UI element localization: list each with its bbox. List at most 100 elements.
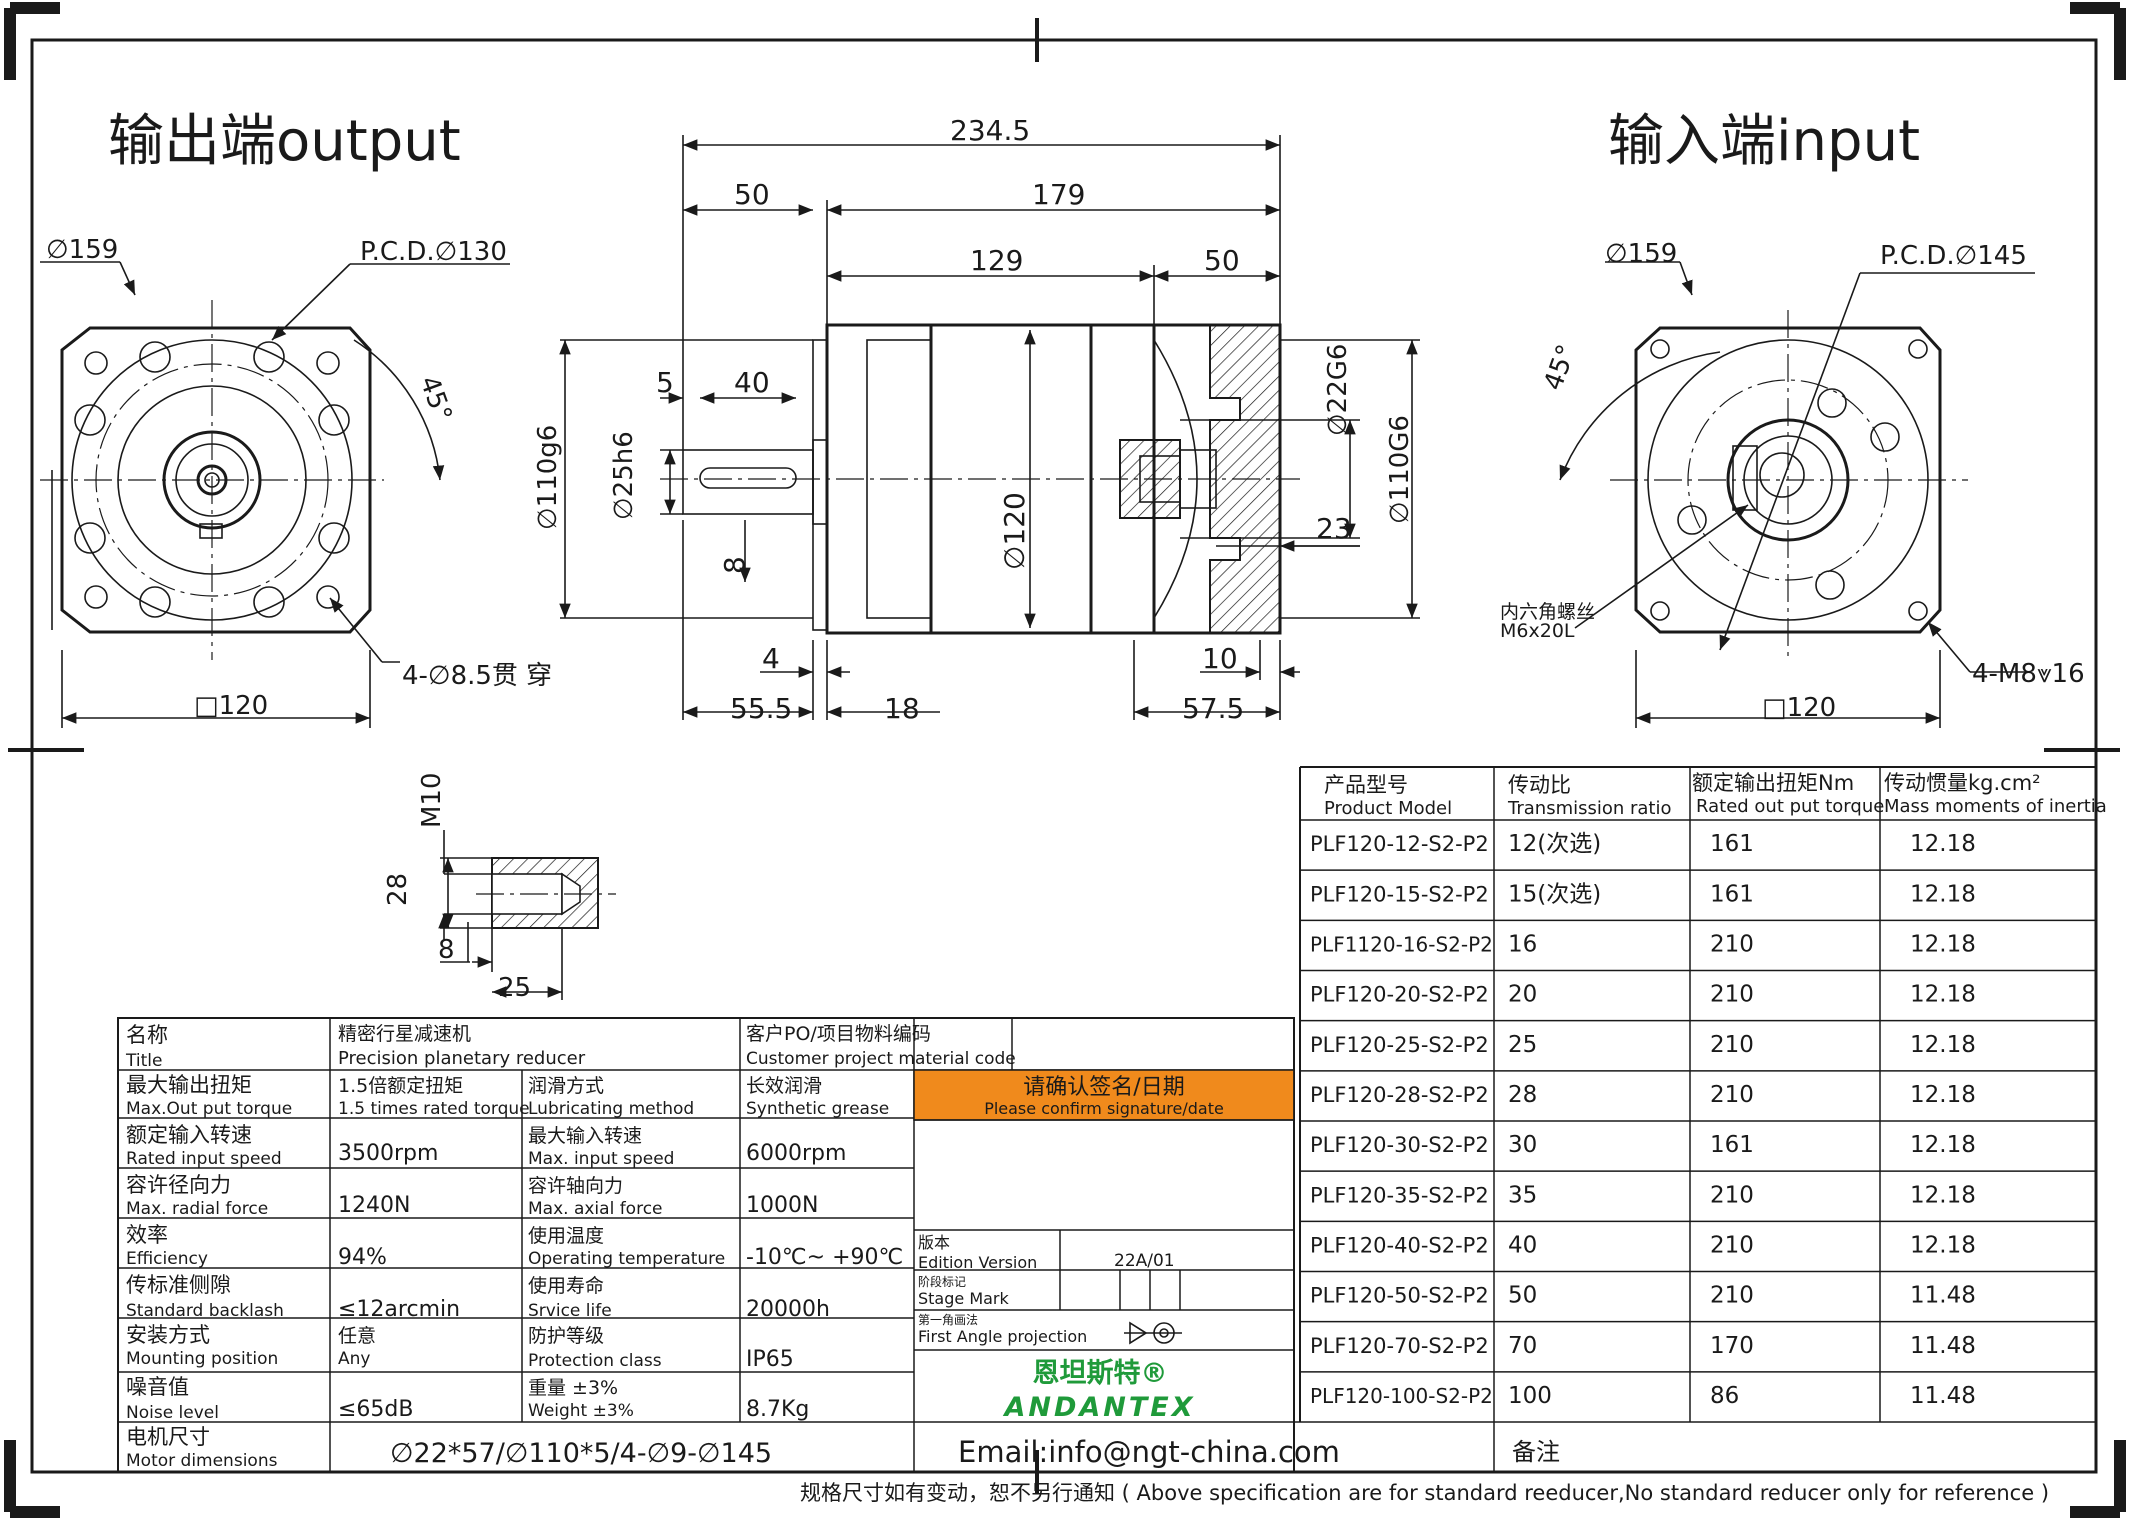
bolt-holes-input [1650,339,1928,621]
tap-25-label: 25 [498,973,531,1003]
model-cell: PLF120-15-S2-P2 [1310,882,1489,906]
ratio-cell: 70 [1508,1333,1537,1359]
spec-r0-c1-cn: 名称 [126,1023,168,1047]
spec-r4-c1-en: Efficiency [126,1249,208,1269]
spec-r3-c3-en: Max. axial force [528,1199,663,1219]
spec-r1-c4-en: Synthetic grease [746,1099,889,1119]
ratio-cell: 12(次选) [1508,831,1601,857]
spec-r1-c4-cn: 长效润滑 [746,1075,822,1097]
drawing-frame [4,2,2126,1518]
torque-cell: 210 [1710,1283,1754,1309]
spec-r7-c2: ≤65dB [338,1397,414,1422]
projection-cn: 第一角画法 [918,1313,978,1327]
header-inertia-cn: 传动惯量kg.cm² [1884,771,2041,795]
model-cell: PLF120-20-S2-P2 [1310,983,1489,1007]
spec-r3-c1-en: Max. radial force [126,1199,268,1219]
output-title: 输出端output [108,109,461,174]
spec-r4-c3-cn: 使用温度 [528,1225,604,1247]
footnote: 规格尺寸如有变动，恕不另行通知 ( Above specification ar… [800,1481,2049,1505]
ratio-cell: 20 [1508,982,1537,1008]
torque-cell: 210 [1710,931,1754,957]
bolt-holes-output [74,341,350,618]
input-flange-view [1559,261,2035,728]
input-screw-cn-label: 内六角螺丝 [1500,601,1595,623]
tap-28-label: 28 [383,873,413,906]
edition-cn: 版本 [918,1233,950,1252]
spec-r5-c2: ≤12arcmin [338,1297,460,1322]
input-holes-label: 4-M8⩔16 [1972,659,2085,689]
inertia-cell: 12.18 [1910,1082,1976,1108]
header-ratio-cn: 传动比 [1508,773,1571,797]
inertia-cell: 12.18 [1910,1182,1976,1208]
dim-4: 4 [762,642,780,675]
tap-hole-detail [438,830,616,1000]
input-screw-label: M6x20L [1500,620,1575,642]
model-cell: PLF120-30-S2-P2 [1310,1133,1489,1157]
spec-r3-c4: 1000N [746,1193,818,1218]
dim-57-5: 57.5 [1182,692,1244,725]
spec-r1-c3-en: Lubricating method [528,1099,694,1119]
inertia-cell: 11.48 [1910,1333,1976,1359]
dim-55-5: 55.5 [730,692,792,725]
brand-en: ANDANTEX [1002,1392,1195,1423]
header-torque-en: Rated out put torque [1696,796,1884,817]
spec-r3-c2: 1240N [338,1193,410,1218]
inertia-cell: 12.18 [1910,1032,1976,1058]
spec-r0-c2-cn: 精密行星减速机 [338,1023,471,1045]
ratio-cell: 15(次选) [1508,881,1601,907]
dim-179: 179 [1032,178,1085,211]
inertia-cell: 11.48 [1910,1283,1976,1309]
spec-r5-c1-en: Standard backlash [126,1301,284,1321]
spec-r7-c3-en: Weight ±3% [528,1401,634,1421]
spec-r8-c1-cn: 电机尺寸 [126,1425,210,1449]
model-cell: PLF120-50-S2-P2 [1310,1284,1489,1308]
torque-cell: 210 [1710,1032,1754,1058]
dim-23: 23 [1316,512,1352,545]
spec-r6-c1-en: Mounting position [126,1349,278,1369]
brand-cn: 恩坦斯特® [1033,1358,1168,1389]
spec-r8-c1-en: Motor dimensions [126,1451,278,1471]
output-dia159-label: ∅159 [46,235,118,265]
input-pcd-label: P.C.D.∅145 [1880,241,2027,271]
dim-50-right: 50 [1204,244,1240,277]
spec-r4-c3-en: Operating temperature [528,1249,725,1269]
dim-dia110g6-left: ∅110g6 [533,425,563,530]
dim-8-key: 8 [718,556,751,574]
spec-r7-c1-en: Noise level [126,1403,219,1423]
input-angle-label: 45° [1538,341,1582,395]
dim-5: 5 [656,366,674,399]
output-flange-view [40,261,510,728]
inertia-cell: 12.18 [1910,931,1976,957]
email: Email:info@ngt-china.com [958,1435,1340,1469]
dim-18: 18 [884,692,920,725]
spec-r1-c3-cn: 润滑方式 [528,1075,604,1097]
spec-r6-c1-cn: 安装方式 [126,1323,210,1347]
confirm-en: Please confirm signature/date [984,1099,1224,1118]
dim-50-left: 50 [734,178,770,211]
tap-8-label: 8 [438,935,455,965]
spec-r3-c3-cn: 容许轴向力 [528,1175,623,1197]
spec-r1-c1-cn: 最大输出扭矩 [126,1073,252,1097]
spec-r7-c3-cn: 重量 ±3% [528,1377,618,1399]
torque-cell: 161 [1710,831,1754,857]
input-title: 输入端input [1608,109,1920,174]
model-cell: PLF120-40-S2-P2 [1310,1233,1489,1257]
spec-r0-c3-cn: 客户PO/项目物料编码 [746,1023,931,1045]
torque-cell: 86 [1710,1383,1739,1409]
ratio-cell: 40 [1508,1232,1537,1258]
spec-r3-c1-cn: 容许径向力 [126,1173,231,1197]
edition-en: Edition Version [918,1253,1037,1272]
header-model-cn: 产品型号 [1324,773,1408,797]
spec-r1-c1-en: Max.Out put torque [126,1099,292,1119]
dim-dia22G6: ∅22G6 [1323,344,1353,436]
spec-r5-c3-en: Srvice life [528,1301,612,1321]
spec-r2-c3-cn: 最大输入转速 [528,1125,642,1147]
model-cell: PLF120-35-S2-P2 [1310,1183,1489,1207]
model-cell: PLF120-70-S2-P2 [1310,1334,1489,1358]
spec-r6-c3-cn: 防护等级 [528,1325,604,1347]
ratio-cell: 100 [1508,1383,1552,1409]
ratio-cell: 30 [1508,1132,1537,1158]
torque-cell: 210 [1710,1232,1754,1258]
spec-r1-c2-en: 1.5 times rated torque [338,1099,530,1119]
model-cell: PLF120-100-S2-P2 [1310,1384,1493,1408]
